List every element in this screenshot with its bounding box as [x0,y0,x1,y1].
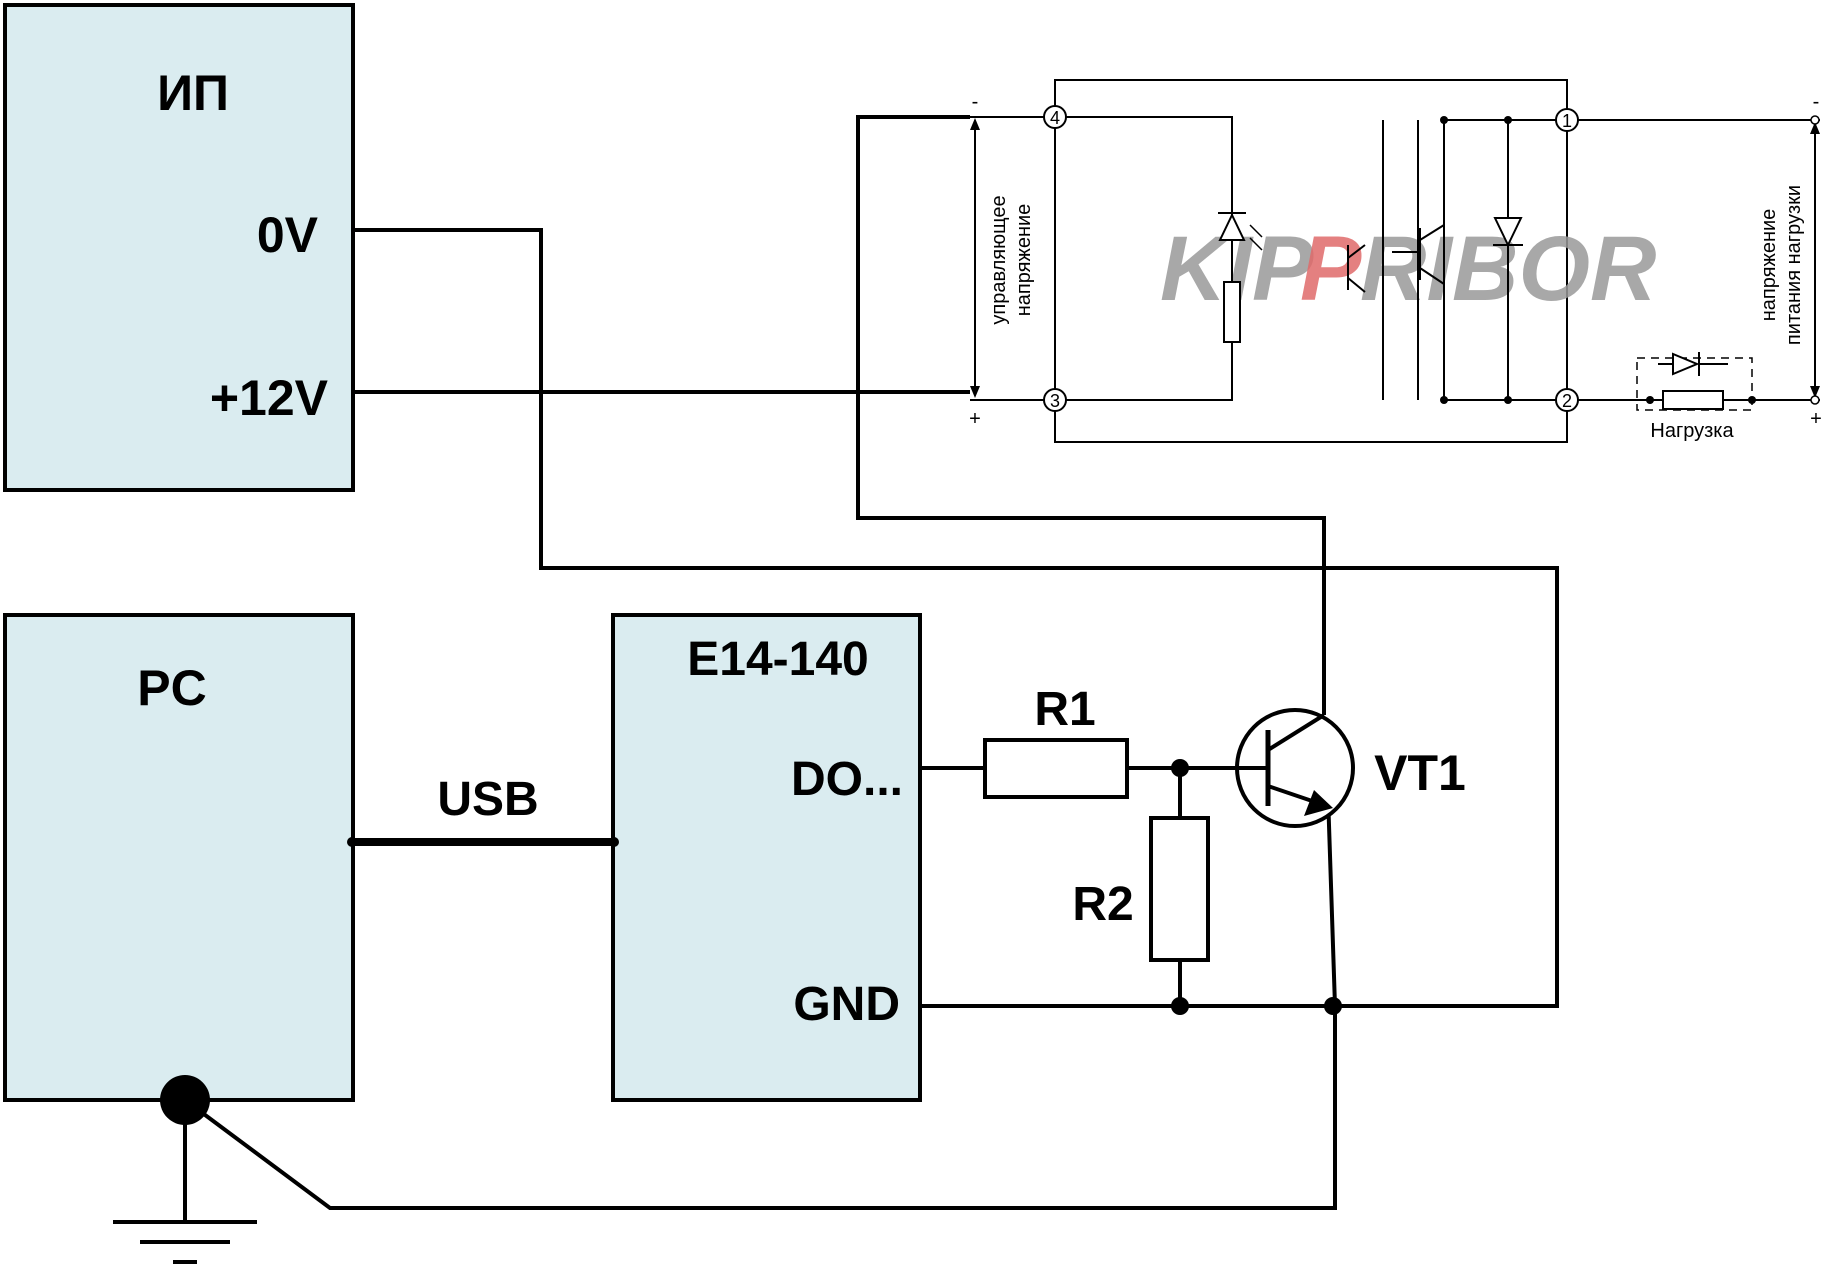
watermark-p: P [1300,218,1362,320]
power-supply-block: ИП 0V +12V [3,3,355,492]
wire-emitter-ground [183,794,1337,1210]
junction-r2-gnd [1171,997,1189,1015]
load-supply-indicator: - + напряжение питания нагрузки [1758,91,1822,430]
svg-text:3: 3 [1050,391,1060,411]
power-supply-title: ИП [157,65,229,121]
relay-internal-resistor [1223,281,1241,343]
svg-text:2: 2 [1562,391,1572,411]
wire-control-minus [856,115,1326,715]
usb-dot-right [609,837,619,847]
pc-block: PC [3,613,355,1102]
load-supply-line1: напряжение [1758,209,1780,322]
r1-label: R1 [1034,683,1095,736]
relay-module: KIP P RIBOR [969,79,1822,443]
pin-0v-label: 0V [257,207,319,263]
vt1-label: VT1 [1374,745,1466,801]
wire-0v-ground-bus [355,228,1559,1008]
relay-led [1218,212,1263,251]
control-plus-sign: + [969,408,981,430]
relay-terminal-3: 3 [1043,388,1067,412]
load-element: Нагрузка [1636,352,1756,442]
control-label-line2: напряжение [1013,204,1035,317]
pin-12v-label: +12V [210,370,329,426]
load-supply-line2: питания нагрузки [1783,185,1805,345]
earth-ground-symbol [113,1075,257,1264]
load-minus-sign: - [1813,91,1820,113]
daq-module-block: E14-140 DO... GND [611,613,922,1102]
relay-output-diode [1493,217,1523,248]
daq-title: E14-140 [687,633,868,686]
usb-dot-left [347,837,357,847]
pc-title: PC [137,660,206,716]
r2-label: R2 [1072,878,1133,931]
relay-phototransistor [1347,224,1445,293]
junction-emitter-gnd [1324,997,1342,1015]
control-minus-sign: - [972,91,979,113]
control-label-line1: управляющее [988,195,1010,324]
load-plus-sign: + [1810,408,1822,430]
load-label: Нагрузка [1650,420,1734,442]
pin-do-label: DO... [791,753,903,806]
usb-label: USB [437,773,538,826]
svg-text:1: 1 [1562,111,1572,131]
relay-terminal-1: 1 [1555,108,1579,132]
resistor-r1: R1 [983,683,1129,799]
svg-text:4: 4 [1050,108,1060,128]
relay-outline [1054,79,1568,443]
control-voltage-indicator: - + управляющее напряжение [969,91,1035,430]
transistor-vt1: VT1 [1235,708,1466,828]
pin-gnd-label: GND [793,978,900,1031]
relay-terminal-4: 4 [1043,105,1067,129]
resistor-r2: R2 [1072,816,1210,962]
relay-terminal-2: 2 [1555,388,1579,412]
junction-base [1171,759,1189,777]
